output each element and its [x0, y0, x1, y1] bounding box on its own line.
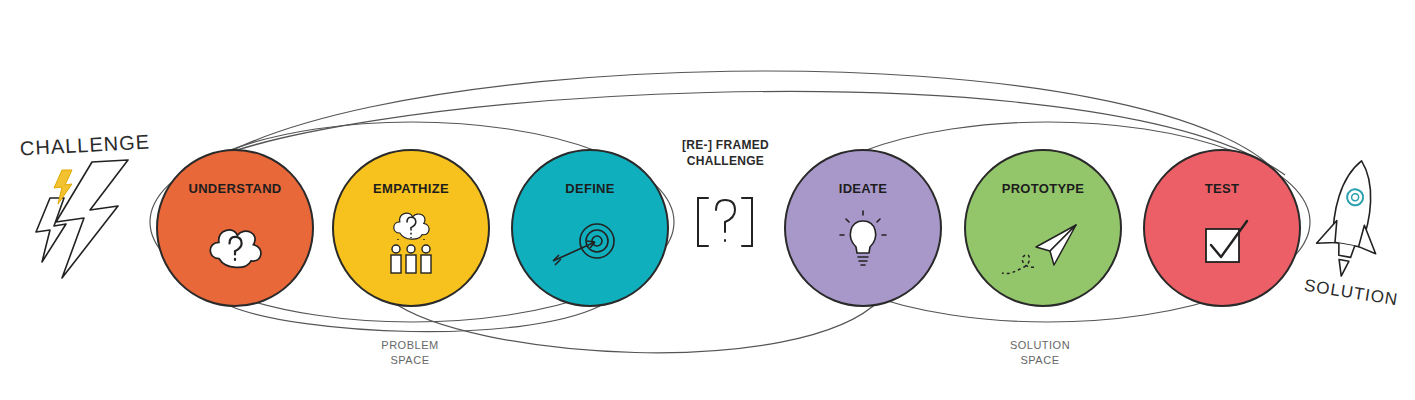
outer-loop-top — [170, 71, 1290, 200]
stage-label: [RE-] FRAMED CHALLENGE — [668, 137, 783, 169]
bracket-question-icon — [698, 198, 752, 246]
space-label: SOLUTION SPACE — [995, 338, 1085, 368]
phase-circle: TEST — [1143, 149, 1301, 307]
inner-loop-top — [180, 91, 1285, 175]
phase-title: EMPATHIZE — [334, 181, 488, 196]
middle-loop-bottom — [390, 300, 880, 353]
target-icon — [513, 151, 667, 305]
phase-circle: DEFINE — [511, 149, 669, 307]
bulb-icon — [786, 151, 940, 305]
cloud-icon — [158, 151, 312, 305]
phase-circle: UNDERSTAND — [156, 149, 314, 307]
phase-title: TEST — [1145, 181, 1299, 196]
phase-title: IDEATE — [786, 181, 940, 196]
stage-label: SOLUTION — [1295, 274, 1407, 314]
stage-label: CHALLENGE — [9, 128, 160, 163]
rocket-icon — [1312, 156, 1391, 282]
phase-circle: EMPATHIZE — [332, 149, 490, 307]
check-icon — [1145, 151, 1299, 305]
phase-title: DEFINE — [513, 181, 667, 196]
lightning-icon — [36, 160, 128, 278]
phase-title: UNDERSTAND — [158, 181, 312, 196]
phase-circle: IDEATE — [784, 149, 942, 307]
problem-loop-bottom — [230, 306, 600, 332]
phase-title: PROTOTYPE — [966, 181, 1120, 196]
space-loops — [150, 71, 1310, 353]
space-label: PROBLEM SPACE — [365, 338, 455, 368]
problem-loop — [150, 122, 674, 322]
plane-icon — [966, 151, 1120, 305]
people-icon — [334, 151, 488, 305]
phase-circle: PROTOTYPE — [964, 149, 1122, 307]
